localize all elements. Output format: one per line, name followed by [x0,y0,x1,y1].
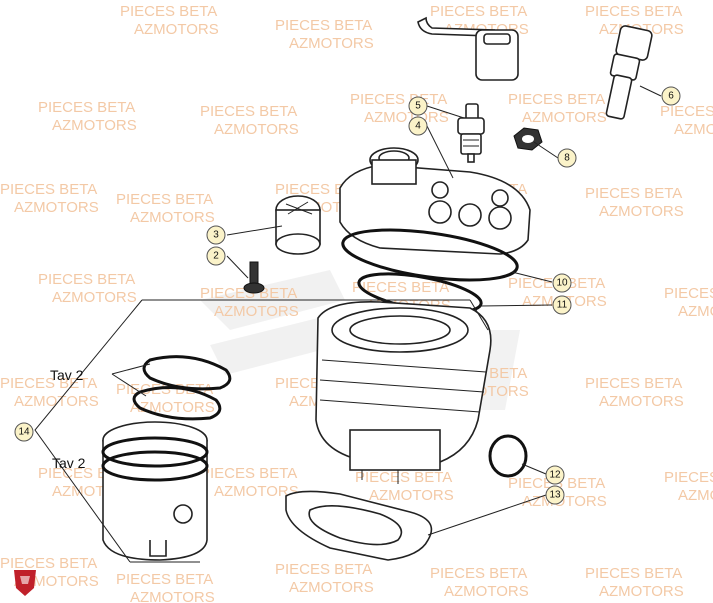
svg-text:6: 6 [668,91,674,102]
thermostat [275,195,321,255]
callout-5: 5 [408,96,428,116]
watermark-line2: AZMOTORS [130,399,215,416]
watermark-line2: AZMOTORS [444,583,529,600]
spark-plug-cap [417,16,519,81]
watermark-line1: PIECES BETA [116,571,213,588]
cylinder-head [339,147,531,255]
callout-14: 14 [14,422,34,442]
small-o-ring [488,434,528,478]
watermark-line2: AZMOTORS [130,209,215,226]
bolt [243,261,265,294]
svg-text:14: 14 [18,427,30,438]
watermark-line2: AZMOTORS [289,579,374,596]
watermark-line1: PIECES BETA [585,565,682,582]
svg-text:5: 5 [415,101,421,112]
callout-13: 13 [545,485,565,505]
watermark-line1: PIECES BETA [430,565,527,582]
svg-text:3: 3 [213,230,219,241]
svg-text:13: 13 [549,490,561,501]
temperature-sensor [605,25,653,120]
group-bracket [34,299,489,563]
spark-plug [457,103,485,163]
watermark-line2: AZMOTORS [214,303,299,320]
callout-8: 8 [557,148,577,168]
watermark-line1: PIECES BETA [200,285,297,302]
watermark-line2: AZMOTORS [214,483,299,500]
svg-text:4: 4 [415,121,421,132]
watermark-line2: AZMOTORS [289,35,374,52]
watermark-line2: AZMOTORS [369,487,454,504]
watermark-line1: PIECES BETA [430,3,527,20]
svg-text:11: 11 [557,300,568,311]
callout-11: 11 [552,295,572,315]
watermark-line2: AZMOTORS [522,109,607,126]
watermark-line1: PIECES BETA [116,191,213,208]
watermark-line2: AZMOTORS [52,117,137,134]
watermark-line2: AZMOTORS [522,493,607,510]
brand-logo [14,570,36,596]
watermark-line1: PIECES BETA [660,103,713,120]
watermark-line2: AZMOTORS [599,393,684,410]
watermark-line1: PIECES BETA [508,91,605,108]
base-gasket [285,490,433,561]
nut [513,127,543,151]
piston-rings [132,355,232,421]
watermark-line1: PIECES BETA [350,91,447,108]
watermark-line1: PIECES BETA [355,469,452,486]
watermark-line2: AZMOTORS [364,109,449,126]
svg-text:12: 12 [549,470,561,481]
watermark-line1: PIECES BETA [664,285,713,302]
watermark-line2: AZMOTORS [674,121,713,138]
watermark-line2: AZMOTORS [134,21,219,38]
watermark-line2: AZMOTORS [14,199,99,216]
watermark-line2: AZMOTORS [14,393,99,410]
piston-label: Tav 2 [52,455,86,471]
watermark-line1: PIECES BETA [585,185,682,202]
watermark-line2: AZMOTORS [678,303,713,320]
leader-lines [111,85,662,536]
piston [101,421,209,561]
watermark-line1: PIECES BETA [0,555,97,572]
watermark-line1: PIECES BETA [38,99,135,116]
watermark-line1: PIECES BETA [116,381,213,398]
svg-text:10: 10 [556,278,568,289]
watermark-line1: PIECES BETA [585,375,682,392]
watermark-line1: PIECES BETA [200,465,297,482]
watermark-line1: PIECES BETA [664,469,713,486]
cylinder [315,301,492,484]
svg-text:2: 2 [213,251,219,262]
watermark-line2: AZMOTORS [599,203,684,220]
watermark-line2: AZMOTORS [599,583,684,600]
rings-label: Tav 2 [50,367,84,383]
callout-4: 4 [408,116,428,136]
watermark-line2: AZMOTORS [130,589,215,603]
watermark-line1: PIECES BETA [585,3,682,20]
watermark-line1: PIECES BETA [38,271,135,288]
svg-text:8: 8 [564,153,570,164]
watermark-line2: AZMOTORS [214,121,299,138]
watermark-line1: PIECES BETA [0,181,97,198]
watermark-line2: AZMOTORS [678,487,713,504]
callout-10: 10 [552,273,572,293]
watermark-line1: PIECES BETA [200,103,297,120]
watermark-line2: AZMOTORS [52,289,137,306]
watermark-line1: PIECES BETA [275,561,372,578]
watermark-line1: PIECES BETA [275,17,372,34]
callout-2: 2 [206,246,226,266]
watermark-line1: PIECES BETA [352,279,449,296]
watermark-line1: PIECES BETA [120,3,217,20]
watermark-line1: PIECES BETA [0,375,97,392]
callout-6: 6 [661,86,681,106]
callout-3: 3 [206,225,226,245]
callout-12: 12 [545,465,565,485]
